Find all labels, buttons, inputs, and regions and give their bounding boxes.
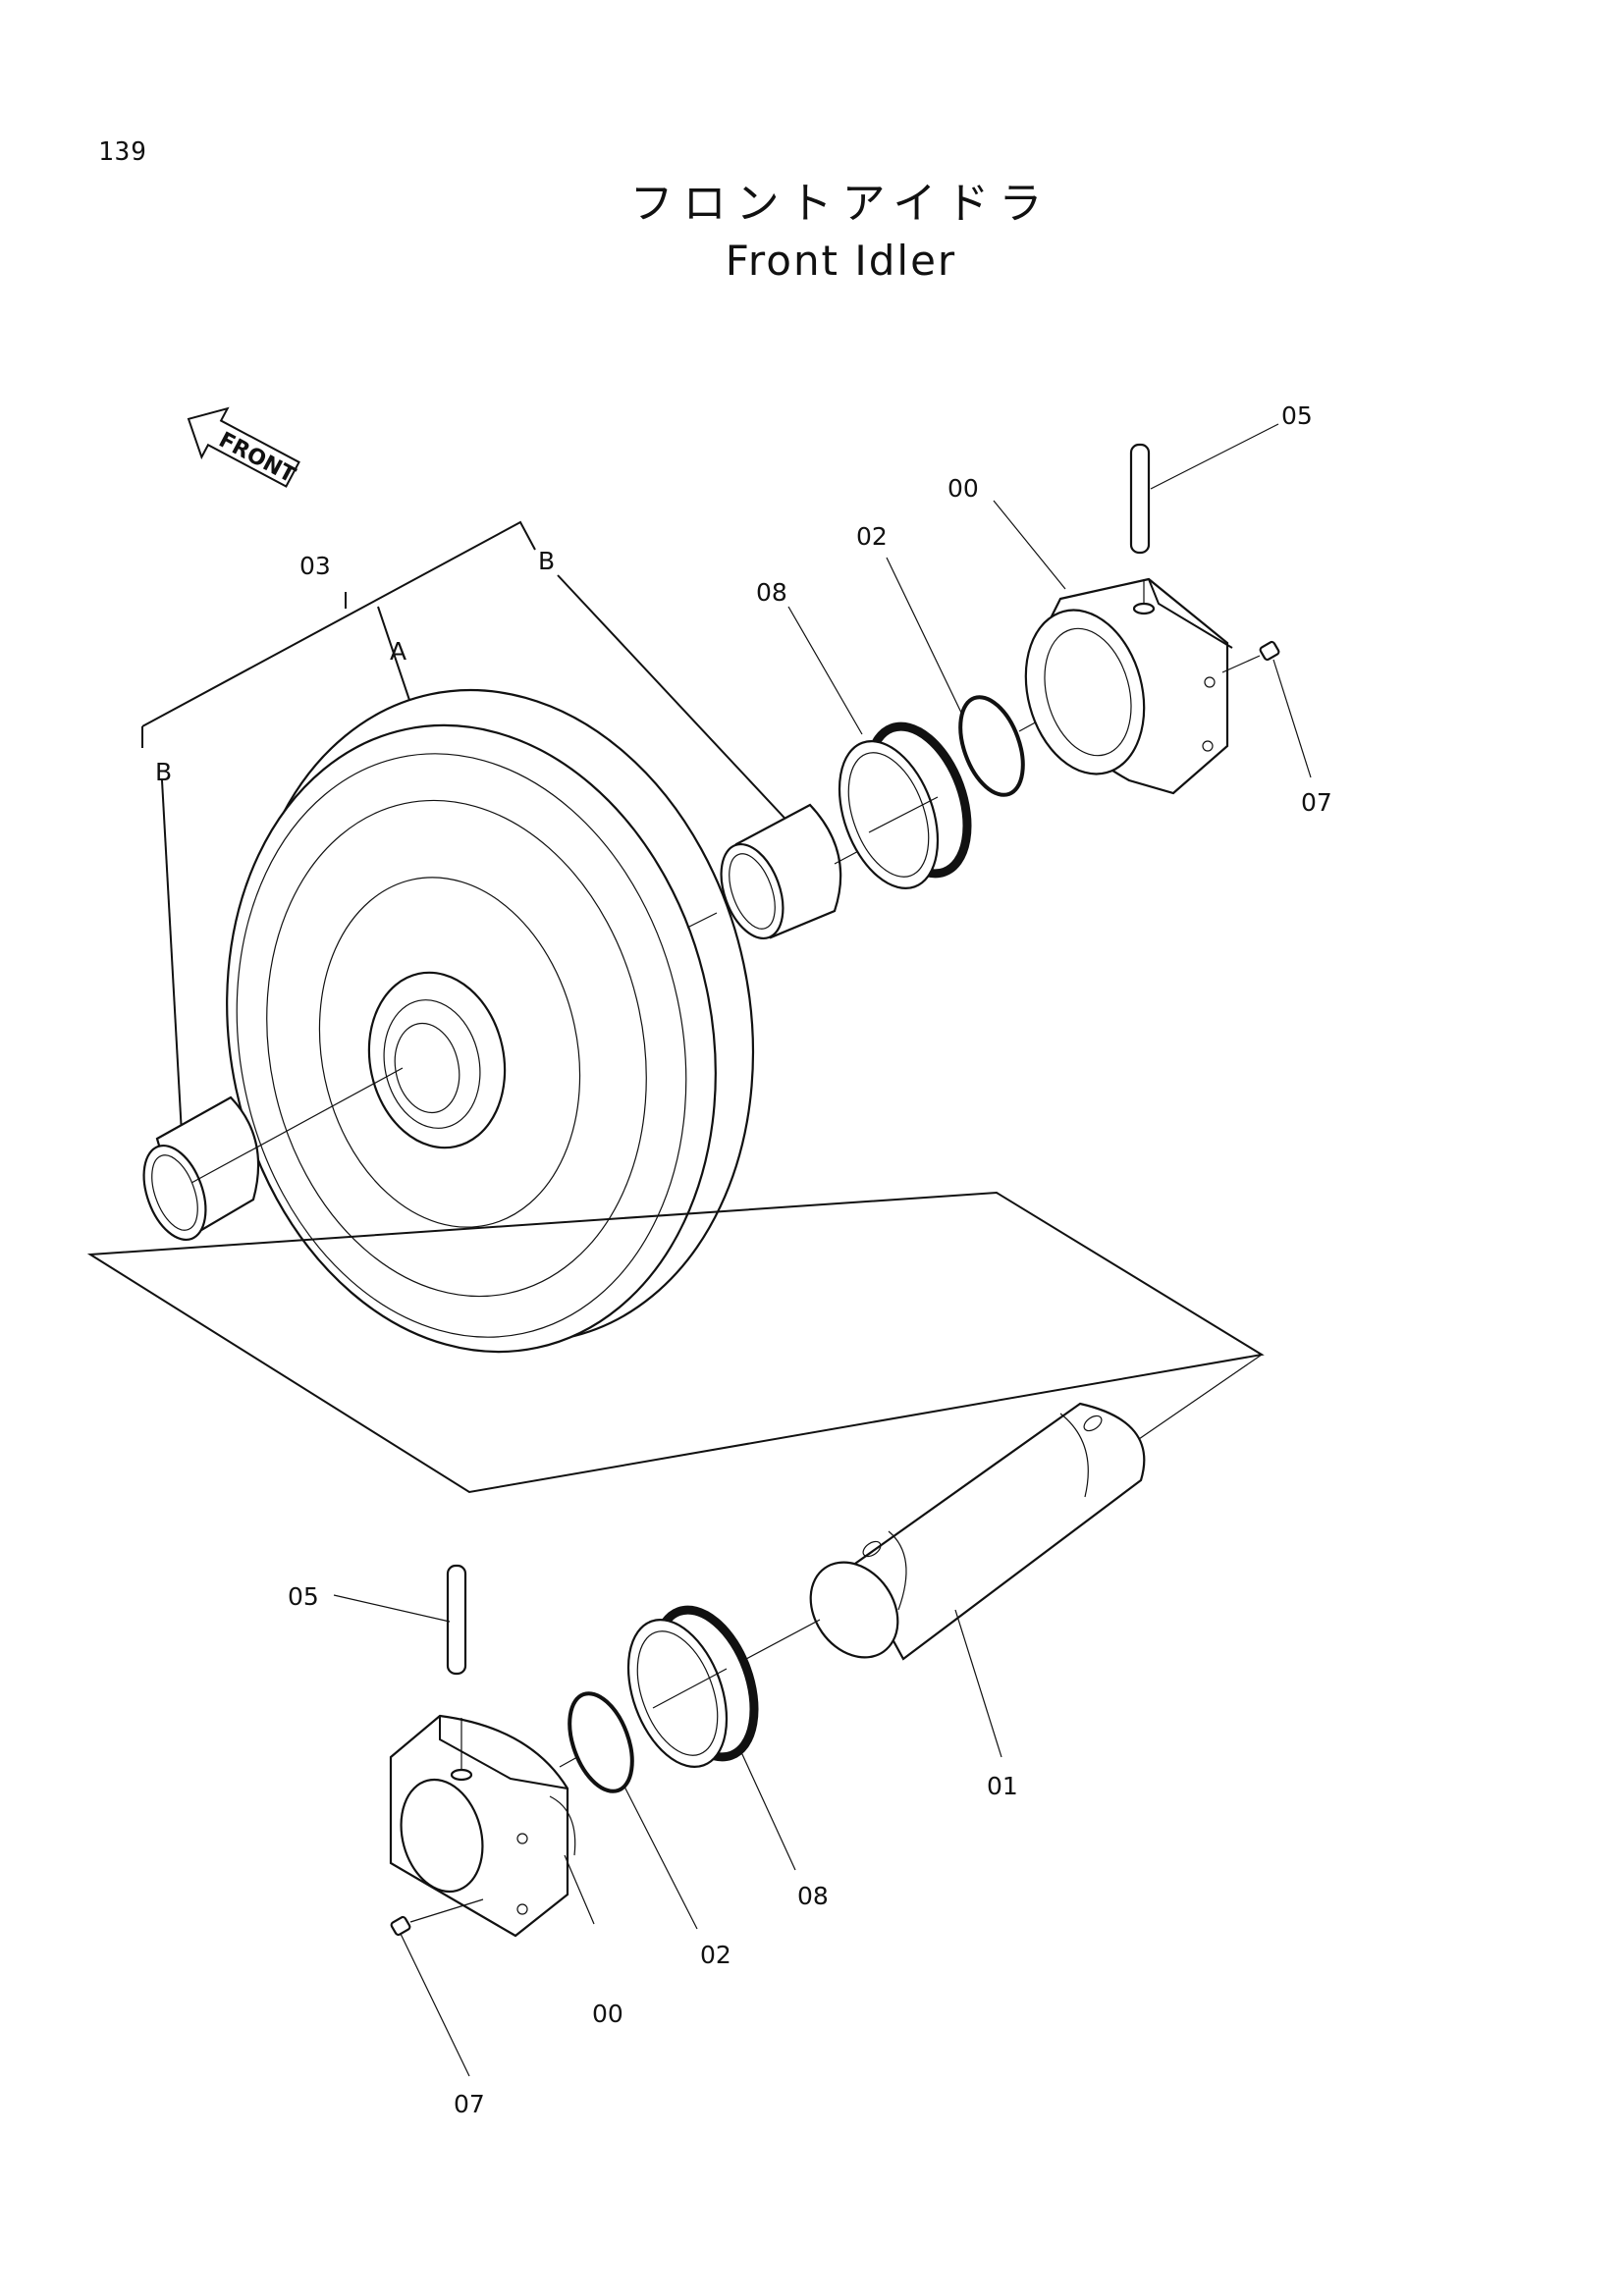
assembly-bracket	[141, 520, 796, 1135]
front-arrow-label: FRONT	[215, 428, 299, 489]
callout-00-lower: 00	[592, 2000, 623, 2028]
callout-00-upper: 00	[947, 474, 979, 503]
callout-02-lower: 02	[700, 1941, 731, 1969]
callout-05-lower: 05	[288, 1582, 319, 1611]
callout-03: 03	[299, 552, 331, 580]
upper-seal	[838, 721, 972, 889]
right-bushing	[686, 803, 865, 940]
title-block: フロントアイドラ Front Idler	[0, 177, 1623, 291]
callout-08-upper: 08	[756, 578, 787, 607]
callout-05-upper: 05	[1281, 401, 1313, 430]
upper-plug	[1221, 640, 1280, 673]
lower-pin	[446, 1564, 467, 1676]
callout-02-upper: 02	[856, 522, 888, 551]
callout-01: 01	[987, 1772, 1018, 1800]
page-number: 139	[98, 137, 147, 167]
callout-07-lower: 07	[454, 2090, 485, 2118]
lower-plug	[390, 1898, 484, 1937]
lower-seal	[626, 1605, 821, 1768]
callout-b-left: B	[155, 758, 172, 786]
callout-a: A	[390, 637, 406, 666]
title-japanese: フロントアイドラ	[629, 179, 1053, 229]
shaft	[809, 1354, 1263, 1661]
callout-08-lower: 08	[797, 1882, 829, 1910]
title-english: Front Idler	[725, 237, 957, 285]
callout-b-right: B	[538, 547, 555, 575]
upper-pin	[1129, 443, 1151, 555]
leader-lines	[333, 423, 1312, 2077]
callout-07-upper: 07	[1301, 788, 1332, 817]
upper-support	[1024, 577, 1233, 795]
lower-support	[389, 1714, 576, 1938]
front-arrow: FRONT	[187, 406, 300, 489]
idler-wheel	[226, 688, 755, 1354]
left-bushing	[142, 1067, 404, 1242]
lower-snap-ring	[559, 1691, 634, 1793]
